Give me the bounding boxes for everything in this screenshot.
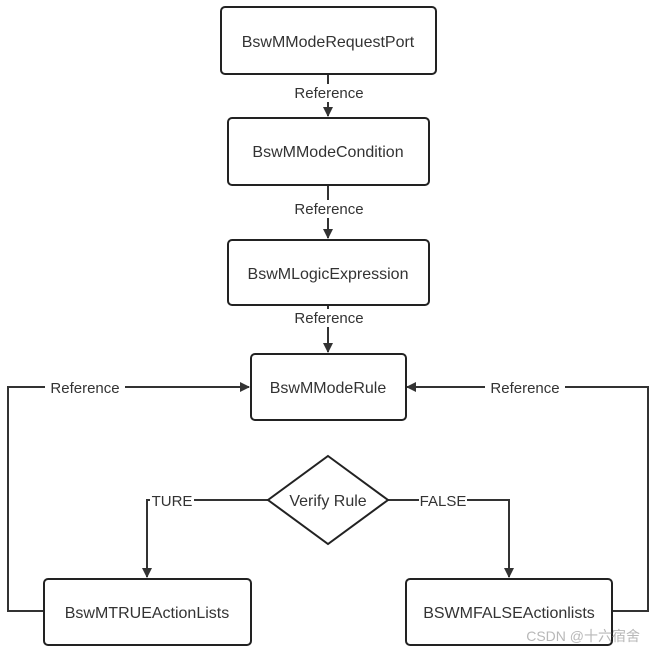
label-port-to-condition: Reference: [294, 85, 363, 102]
node-false-action-lists-label: BSWMFALSEActionlists: [423, 605, 595, 622]
node-logic-expression: BswMLogicExpression: [227, 239, 430, 306]
label-false-lists-to-rule: Reference: [490, 380, 559, 397]
node-false-action-lists: BSWMFALSEActionlists: [405, 578, 613, 646]
label-condition-to-expression: Reference: [294, 201, 363, 218]
edge-verify-true: [142, 499, 268, 578]
node-true-action-lists: BswMTRUEActionLists: [43, 578, 252, 646]
node-mode-rule: BswMModeRule: [250, 353, 407, 421]
node-request-port: BswMModeRequestPort: [220, 6, 437, 75]
edge-verify-false: [388, 499, 514, 578]
node-request-port-label: BswMModeRequestPort: [242, 34, 415, 51]
node-verify-rule: Verify Rule: [266, 454, 390, 546]
node-mode-rule-label: BswMModeRule: [270, 380, 387, 397]
edge-labels: Reference Reference Reference Reference …: [45, 84, 565, 510]
node-verify-rule-label: Verify Rule: [289, 493, 366, 510]
label-verify-true: TURE: [152, 493, 193, 510]
node-true-action-lists-label: BswMTRUEActionLists: [65, 605, 229, 622]
label-true-lists-to-rule: Reference: [50, 380, 119, 397]
node-mode-condition-label: BswMModeCondition: [252, 144, 403, 161]
edge-true-lists-to-rule: [7, 382, 250, 612]
node-mode-condition: BswMModeCondition: [227, 117, 430, 186]
watermark: CSDN @十六宿舍: [526, 628, 640, 644]
node-logic-expression-label: BswMLogicExpression: [248, 266, 409, 283]
label-expression-to-rule: Reference: [294, 310, 363, 327]
label-verify-false: FALSE: [420, 493, 467, 510]
